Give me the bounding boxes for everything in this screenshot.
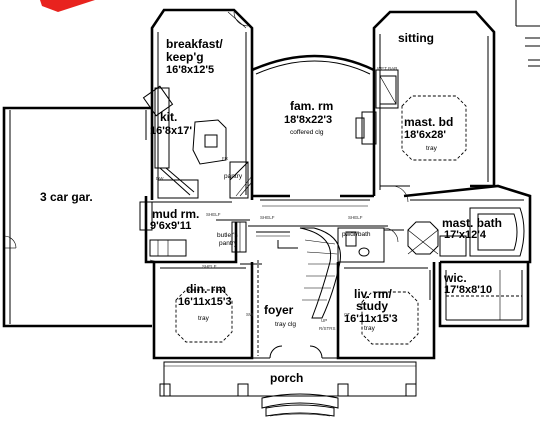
mud-room-label: mud rm. (152, 207, 199, 221)
family-room-walls (251, 54, 375, 207)
pantry-label: pantry (224, 173, 243, 180)
living-room-walls (336, 262, 436, 360)
wic-dim: 17'8x8'10 (444, 284, 492, 296)
family-room-note: coffered clg (290, 129, 324, 136)
dining-label: din. rm (186, 282, 226, 296)
dining-dim: 16'11x15'3 (178, 296, 232, 308)
kitchen-block-walls (142, 8, 254, 200)
stair-and-powder (240, 225, 404, 319)
breakfast-label-1: breakfast/ (166, 37, 223, 51)
living-label-2: study (356, 299, 388, 313)
ct-note: CT (344, 312, 350, 317)
powder-label: pwdr/bath (342, 231, 371, 238)
mud-room-walls (139, 196, 250, 264)
fr-note: FR (222, 156, 229, 161)
master-bath-walls (403, 184, 532, 264)
shelf-note-2: SHELF (348, 215, 363, 220)
foyer-label: foyer (264, 303, 294, 317)
sw-note: SW (246, 312, 254, 317)
sitting-label: sitting (398, 31, 434, 45)
porch-structure (159, 361, 417, 417)
foyer-note: tray clg (275, 321, 296, 328)
red-corner-mark (40, 0, 95, 12)
adjacent-drawing-fragment (515, 0, 540, 67)
master-bath-dim: 17'x12'4 (444, 229, 487, 241)
butlers-label-1: butler's (217, 232, 239, 239)
porch-label: porch (270, 371, 303, 385)
breakfast-dim: 16'8x12'5 (166, 64, 214, 76)
family-room-label: fam. rm (290, 99, 333, 113)
master-bath-label: mast. bath (442, 216, 502, 230)
wic-label: wic. (443, 271, 467, 285)
living-note: tray (364, 325, 376, 332)
garage-label: 3 car gar. (40, 190, 93, 204)
breakfast-label-2: keep'g (166, 50, 204, 64)
master-bed-label: mast. bd (404, 115, 453, 129)
dw-note: DW (156, 176, 164, 181)
family-room-dim: 18'8x22'3 (284, 114, 332, 126)
living-label-1: liv. rm/ (354, 287, 392, 301)
master-bed-dim: 18'6x28' (404, 129, 446, 141)
dining-room-walls (152, 262, 254, 360)
butlers-label-2: pantry (219, 240, 238, 247)
dining-note: tray (198, 315, 210, 322)
stair-up-label: UP (321, 318, 327, 323)
kitchen-label: kit. (160, 110, 177, 124)
living-dim: 16'11x15'3 (344, 313, 398, 325)
mud-room-dim: 9'6x9'11 (150, 220, 191, 232)
garage (2, 106, 152, 328)
master-bed-note: tray (426, 145, 438, 152)
wetbar-label: WET BAR (377, 66, 398, 71)
kitchen-dim: 16'8x17' (150, 125, 192, 137)
rstrs-note: R/STRS (319, 326, 336, 331)
misc-hatching (149, 175, 253, 263)
shelf-note-4: SHELF (206, 212, 221, 217)
shelf-note-3: SHELF (202, 264, 217, 269)
shelf-note-1: SHELF (260, 215, 275, 220)
wic-walls (438, 262, 530, 328)
